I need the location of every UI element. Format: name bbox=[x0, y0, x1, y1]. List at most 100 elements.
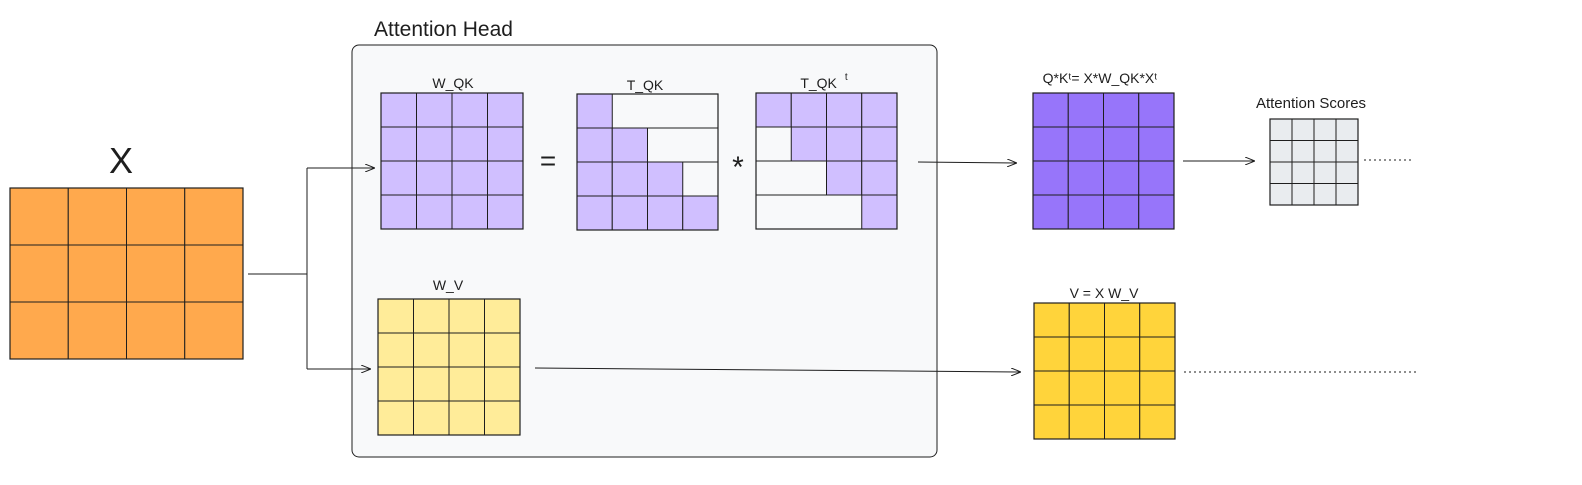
matrix-cell bbox=[487, 160, 524, 196]
matrix-cell bbox=[861, 160, 898, 196]
t-qk-matrix bbox=[576, 93, 719, 231]
matrix-cell bbox=[1138, 160, 1175, 196]
matrix-cell bbox=[416, 160, 453, 196]
matrix-cell bbox=[647, 195, 684, 231]
matrix-cell bbox=[1313, 140, 1337, 163]
matrix-cell bbox=[1269, 118, 1293, 141]
matrix-cell bbox=[1291, 161, 1315, 184]
matrix-cell bbox=[1313, 183, 1337, 206]
matrix-cell bbox=[1335, 183, 1359, 206]
matrix-cell bbox=[413, 332, 450, 368]
matrix-cell bbox=[413, 298, 450, 334]
v-result-label: V = X W_V bbox=[1070, 285, 1140, 301]
matrix-cell bbox=[380, 126, 417, 162]
matrix-cell bbox=[484, 332, 521, 368]
matrix-cell bbox=[416, 92, 453, 128]
matrix-cell bbox=[790, 126, 827, 162]
matrix-border bbox=[380, 92, 524, 230]
matrix-cell bbox=[1138, 92, 1175, 128]
matrix-cell bbox=[1139, 336, 1176, 372]
qk-result-matrix bbox=[1032, 92, 1175, 230]
matrix-cell bbox=[755, 92, 792, 128]
matrix-cell bbox=[647, 161, 684, 197]
matrix-cell bbox=[377, 400, 414, 436]
matrix-cell bbox=[487, 194, 524, 230]
matrix-cell bbox=[184, 244, 244, 303]
attention-scores-label: Attention Scores bbox=[1256, 95, 1366, 112]
t-qk-transpose-base: T_QK bbox=[800, 75, 837, 91]
multiply-sign: * bbox=[732, 151, 744, 184]
matrix-cell bbox=[380, 92, 417, 128]
matrix-cell bbox=[1104, 336, 1141, 372]
matrix-cell bbox=[9, 301, 69, 360]
matrix-cell bbox=[1139, 302, 1176, 338]
matrix-cell bbox=[1269, 140, 1293, 163]
matrix-cell bbox=[126, 244, 186, 303]
matrix-cell bbox=[9, 187, 69, 246]
matrix-cell bbox=[1067, 126, 1104, 162]
matrix-cell bbox=[1335, 140, 1359, 163]
matrix-cell bbox=[451, 194, 488, 230]
arrow-to-qk-result bbox=[917, 162, 1016, 163]
matrix-border bbox=[1033, 302, 1176, 440]
matrix-cell bbox=[126, 187, 186, 246]
matrix-cell bbox=[861, 126, 898, 162]
matrix-cell bbox=[611, 127, 648, 163]
matrix-cell bbox=[448, 298, 485, 334]
matrix-cell bbox=[416, 194, 453, 230]
matrix-cell bbox=[1067, 194, 1104, 230]
matrix-cell bbox=[448, 400, 485, 436]
w-v-label: W_V bbox=[433, 277, 464, 293]
matrix-cell bbox=[1138, 126, 1175, 162]
matrix-cell bbox=[1033, 370, 1070, 406]
matrix-cell bbox=[1068, 336, 1105, 372]
x-matrix-label: X bbox=[109, 140, 133, 181]
t-qk-transpose-matrix bbox=[755, 92, 898, 230]
matrix-cell bbox=[416, 126, 453, 162]
arrow-to-v-result bbox=[534, 367, 1020, 372]
connectors bbox=[248, 160, 1418, 372]
matrix-cell bbox=[1104, 404, 1141, 440]
matrix-cell bbox=[380, 160, 417, 196]
matrix-cell bbox=[1068, 370, 1105, 406]
matrix-cell bbox=[1139, 370, 1176, 406]
matrix-cell bbox=[451, 126, 488, 162]
matrix-cell bbox=[67, 187, 127, 246]
matrix-cell bbox=[790, 92, 827, 128]
matrix-cell bbox=[1103, 160, 1140, 196]
matrix-cell bbox=[1138, 194, 1175, 230]
matrix-cell bbox=[1269, 161, 1293, 184]
matrix-cell bbox=[448, 366, 485, 402]
matrix-cell bbox=[377, 332, 414, 368]
matrix-cell bbox=[1032, 92, 1069, 128]
matrix-border bbox=[9, 187, 244, 360]
matrix-cell bbox=[861, 194, 898, 230]
matrix-cell bbox=[1313, 118, 1337, 141]
w-qk-matrix bbox=[380, 92, 524, 230]
matrix-cell bbox=[484, 400, 521, 436]
matrix-cell bbox=[1103, 126, 1140, 162]
matrix-cell bbox=[1291, 183, 1315, 206]
matrix-cell bbox=[1067, 92, 1104, 128]
matrix-border bbox=[377, 298, 521, 436]
matrix-cell bbox=[576, 127, 613, 163]
matrix-cell bbox=[487, 92, 524, 128]
matrix-cell bbox=[9, 244, 69, 303]
matrix-cell bbox=[413, 366, 450, 402]
matrix-cell bbox=[576, 161, 613, 197]
matrix-cell bbox=[184, 301, 244, 360]
matrix-cell bbox=[1068, 404, 1105, 440]
matrix-cell bbox=[1103, 194, 1140, 230]
w-v-matrix bbox=[377, 298, 521, 436]
matrix-cell bbox=[448, 332, 485, 368]
matrix-cell bbox=[1033, 336, 1070, 372]
t-qk-transpose-superscript: t bbox=[845, 72, 848, 83]
equals-sign: = bbox=[540, 145, 556, 176]
matrix-cell bbox=[1291, 140, 1315, 163]
matrix-border bbox=[1032, 92, 1175, 230]
matrix-cell bbox=[377, 366, 414, 402]
matrix-cell bbox=[484, 366, 521, 402]
matrix-cell bbox=[1068, 302, 1105, 338]
matrix-cell bbox=[826, 160, 863, 196]
matrix-cell bbox=[380, 194, 417, 230]
